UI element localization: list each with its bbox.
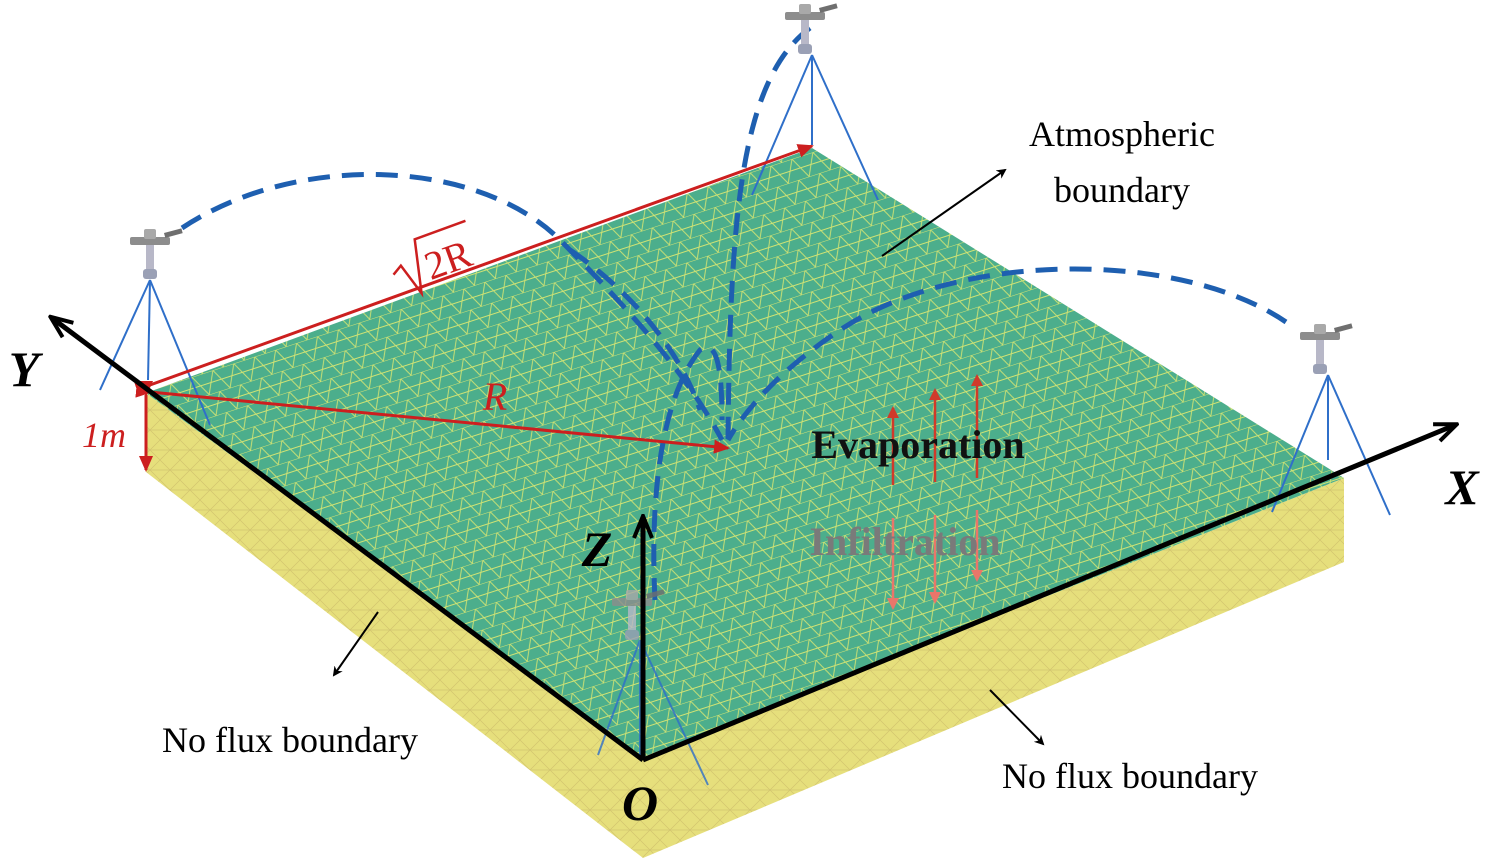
infiltration-arrows [887,510,983,610]
coordinate-axes [52,318,1455,763]
atmospheric-label-line2: boundary [1054,170,1190,210]
evaporation-label: Evaporation [811,422,1024,467]
no-flux-right-label: No flux boundary [1002,756,1258,796]
axis-y-label: Y [9,341,44,397]
sprinkler-front [597,589,709,786]
depth-label: 1m [82,415,126,455]
infiltration-label: Infiltration [809,519,1000,564]
sqrt2r-dimension-line [134,144,814,397]
sprinkler-icon [1300,323,1353,374]
x-axis-line [642,425,1455,763]
no-flux-left-label: No flux boundary [162,720,418,760]
soil-top-surface [146,148,1344,757]
atmospheric-pointer [881,168,1007,257]
atmospheric-label-line1: Atmospheric [1029,114,1215,154]
sqrt-radical-symbol [392,219,466,298]
slab-right-side-face [643,478,1344,858]
sprinkler-icon [130,228,183,279]
axis-z-label: Z [581,521,613,577]
slab-left-side-face [146,393,643,858]
pointer-arrows [332,168,1045,746]
radius-dimension-line [135,383,730,454]
evaporation-arrows [887,374,983,485]
radius-label: R [482,374,507,419]
y-axis-line [52,318,645,763]
axis-x-label: X [1443,459,1480,515]
origin-label: O [622,775,658,831]
spray-path-right [725,266,1288,442]
sprinkler-right [1271,323,1391,516]
no-flux-left-pointer [332,611,379,677]
sprinkler-icon [785,3,838,55]
no-flux-right-pointer [989,689,1045,746]
